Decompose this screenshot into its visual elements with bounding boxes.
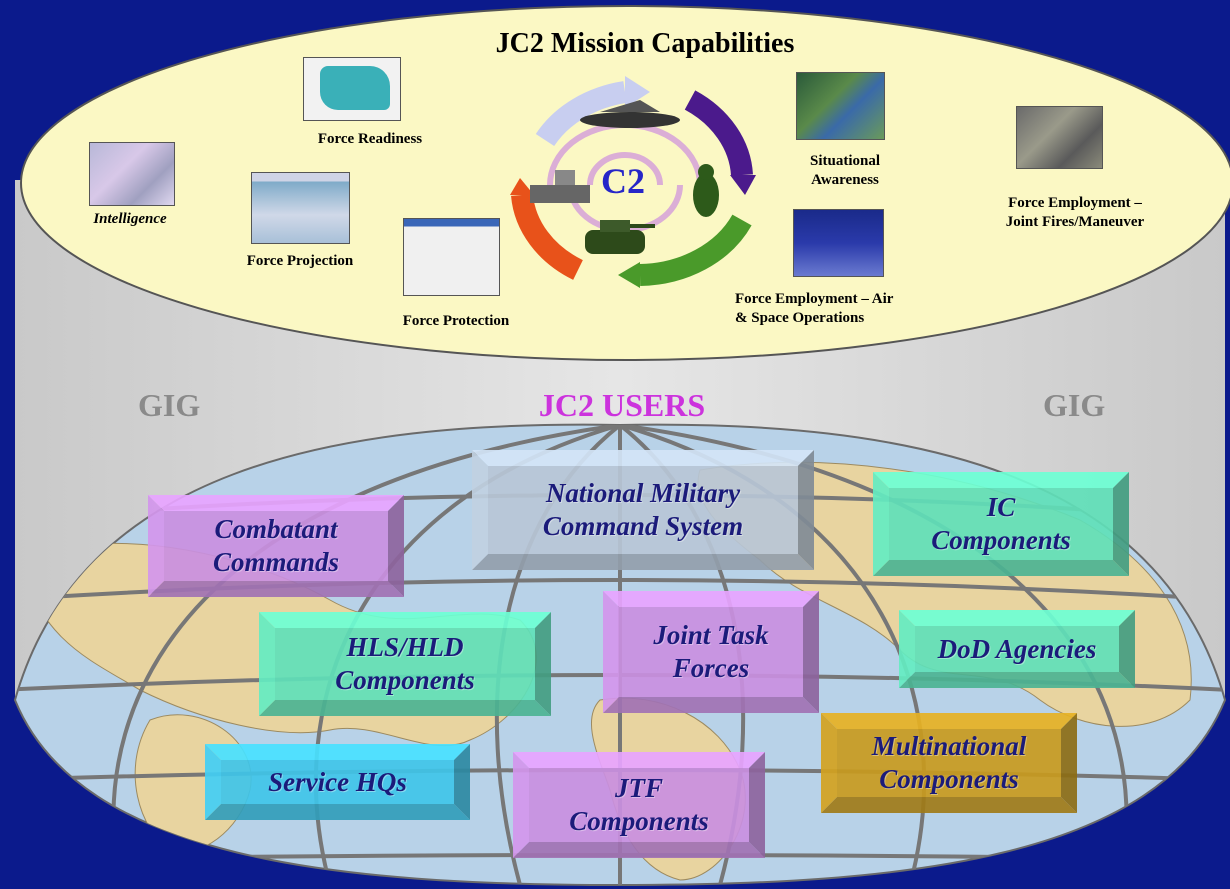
capability-line: & Space Operations — [735, 310, 865, 326]
user-box-bevel — [148, 495, 404, 597]
capability-intelligence: Intelligence — [93, 211, 167, 227]
capability-line: Awareness — [811, 172, 879, 188]
capability-line: Joint Fires/Maneuver — [1005, 214, 1145, 230]
soldier-icon — [693, 164, 719, 217]
c2-center-label: C2 — [601, 161, 645, 201]
user-box-line: National Military — [545, 478, 741, 508]
user-box-line: HLS/HLD — [346, 632, 464, 662]
ship-icon — [530, 170, 590, 203]
capability-situational-awareness: Situational Awareness — [770, 152, 920, 190]
capability-force-protection: Force Protection — [402, 313, 510, 329]
diagram-title: JC2 Mission Capabilities — [495, 28, 795, 59]
aircraft-icon — [580, 100, 680, 128]
capability-force-employment-joint: Force Employment – Joint Fires/Maneuver — [965, 194, 1185, 232]
user-box-bevel — [873, 472, 1129, 576]
user-box-bevel — [205, 744, 470, 820]
user-box-dod-agencies: DoD Agencies — [899, 610, 1135, 688]
situational-awareness-screenshot — [796, 72, 885, 140]
user-box-line: DoD Agencies — [937, 633, 1097, 664]
users-title: JC2 USERS — [538, 387, 706, 423]
user-box-bevel — [259, 612, 551, 716]
intelligence-screenshot — [89, 142, 175, 206]
force-employment-joint-screenshot — [1016, 106, 1103, 169]
user-box-line: Multinational — [871, 731, 1027, 761]
user-box-bevel — [899, 610, 1135, 688]
gig-label-left: GIG — [138, 387, 201, 423]
user-box-line: Joint Task — [653, 620, 769, 650]
gig-label-right: GIG — [1043, 387, 1106, 423]
c2-cycle-arrows — [511, 81, 753, 286]
user-box-line: Service HQs — [268, 766, 407, 797]
capability-force-employment-air: Force Employment – Air & Space Operation… — [735, 290, 965, 328]
user-box-line: Commands — [212, 547, 340, 577]
force-protection-screenshot — [403, 218, 500, 296]
user-box-bevel — [472, 450, 814, 570]
tank-icon — [585, 220, 655, 254]
user-box-line: Command System — [542, 511, 744, 541]
user-box-line: IC — [986, 492, 1016, 522]
capability-line: Situational — [809, 153, 881, 169]
user-box-label: DoD Agencies — [915, 626, 1119, 672]
user-box-line: JTF — [614, 773, 663, 803]
user-box-line: Components — [335, 665, 475, 695]
user-box-line: Components — [879, 764, 1019, 794]
user-box-service-hqs: Service HQs — [205, 744, 470, 820]
capability-force-projection: Force Projection — [246, 253, 354, 269]
force-projection-screenshot — [251, 172, 350, 244]
user-box-line: Components — [569, 806, 709, 836]
user-box-bevel — [513, 752, 765, 858]
capability-force-readiness: Force Readiness — [317, 131, 423, 147]
user-box-bevel — [603, 591, 819, 713]
force-readiness-screenshot — [303, 57, 401, 121]
capability-line: Force Employment – Air — [735, 291, 894, 307]
user-box-line: Components — [931, 525, 1071, 555]
user-box-line: Combatant — [214, 514, 338, 544]
capability-line: Force Employment – — [1008, 195, 1142, 211]
user-box-bevel — [821, 713, 1077, 813]
user-box-label: Service HQs — [221, 760, 454, 804]
user-box-line: Forces — [672, 653, 750, 683]
force-employment-air-screenshot — [793, 209, 884, 277]
